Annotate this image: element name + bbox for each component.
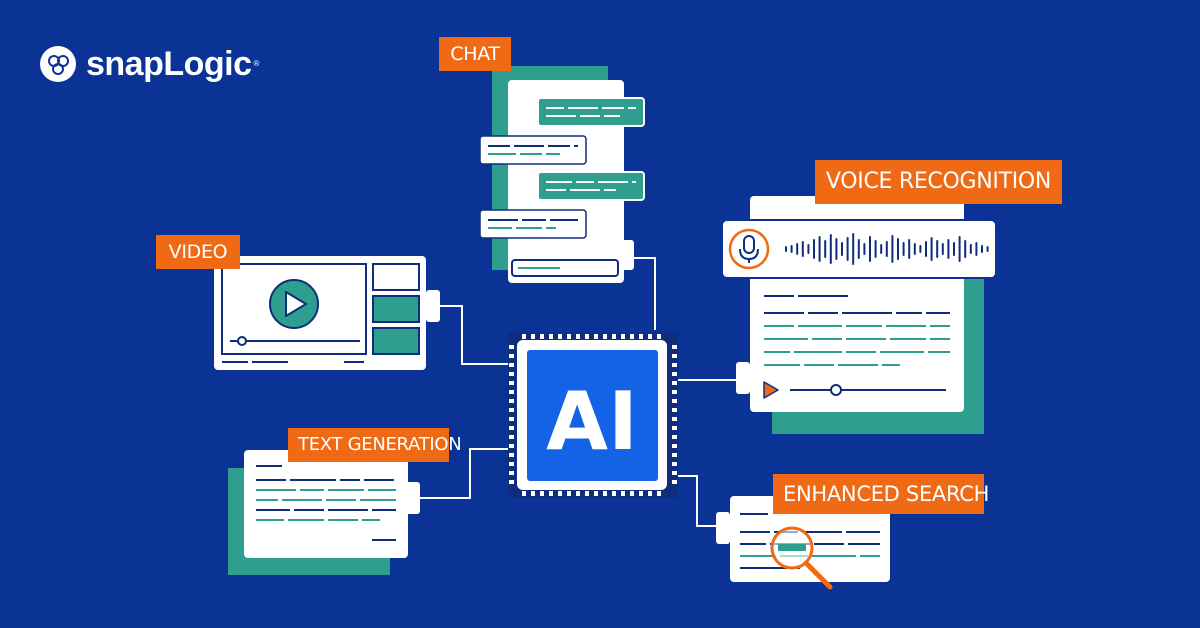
text-generation-panel	[228, 450, 420, 575]
snaplogic-logo-icon	[40, 46, 76, 82]
brand-name: snapLogic	[86, 45, 252, 83]
registered-mark: ®	[253, 59, 260, 68]
waveform-icon	[785, 233, 989, 265]
connector-chat	[630, 257, 656, 330]
snaplogic-logo[interactable]: snapLogic®	[40, 44, 259, 84]
chat-panel	[479, 66, 645, 283]
label-video: VIDEO	[156, 235, 240, 269]
connector-text-generation	[420, 448, 517, 499]
magnifier-icon	[770, 526, 833, 590]
voice-recognition-panel	[721, 196, 997, 434]
connector-enhanced-search	[672, 475, 722, 527]
label-voice-recognition: VOICE RECOGNITION	[815, 160, 1062, 204]
ai-chip-icon: AI	[508, 333, 678, 498]
label-enhanced-search: ENHANCED SEARCH	[773, 474, 989, 514]
connector-video	[437, 305, 517, 365]
label-chat: CHAT	[439, 37, 511, 71]
connector-lines	[420, 257, 742, 527]
label-text-generation: TEXT GENERATION	[288, 428, 462, 462]
enhanced-search-panel	[716, 496, 890, 590]
video-panel	[214, 256, 440, 370]
chip-label: AI	[546, 375, 638, 468]
microphone-icon	[728, 228, 770, 270]
